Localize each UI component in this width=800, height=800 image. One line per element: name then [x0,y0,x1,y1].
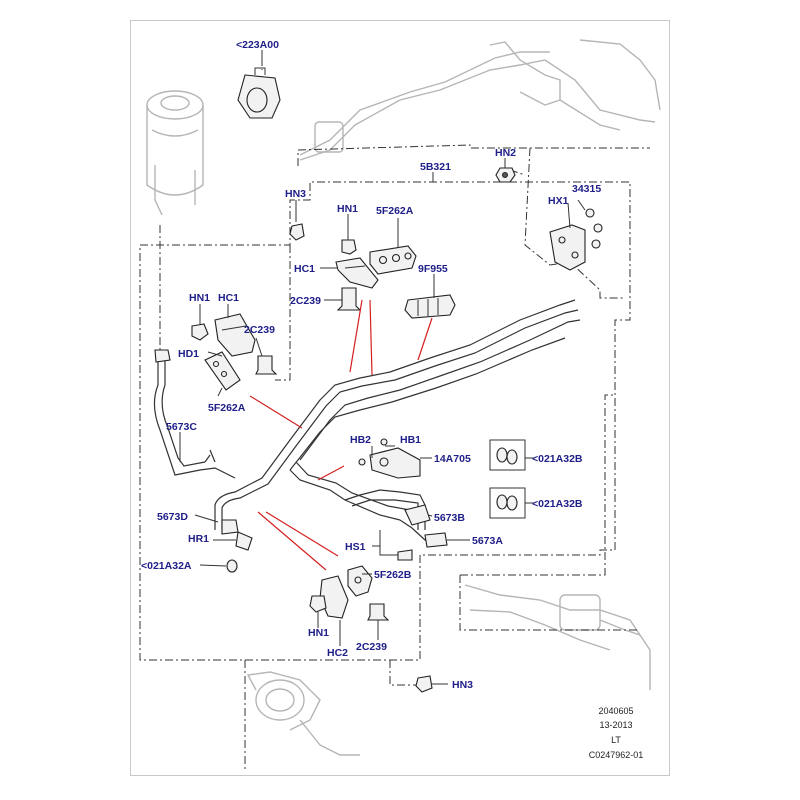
orings-021A32B-bottom [496,494,518,511]
label-HN1-bottom: HN1 [308,627,329,639]
label-5F262A-top: 5F262A [376,205,414,217]
clip-HR1 [235,531,253,551]
label-HC1-left: HC1 [218,292,239,304]
footer-line-1: 2040605 [598,706,633,716]
clamp-5F262A-top [369,245,417,275]
group-boundaries [139,58,650,770]
label-021A32B-top: <021A32B [532,453,583,465]
label-5673A: 5673A [472,535,503,547]
footer-codes: 2040605 13-2013 LT C0247962-01 [589,706,644,760]
label-9F955: 9F955 [418,263,448,275]
label-5F262A-left: 5F262A [208,402,246,414]
bracket-HX1 [549,208,603,271]
label-HC2: HC2 [327,647,348,659]
label-HN2: HN2 [495,147,516,159]
label-HS1: HS1 [345,541,366,553]
label-HN1-left: HN1 [189,292,210,304]
fitting-5673D [221,519,239,535]
fitting-5673B [404,504,431,526]
label-2C239-top: 2C239 [290,295,321,307]
label-HR1: HR1 [188,533,209,545]
label-021A32A: <021A32A [141,560,192,572]
label-HB1: HB1 [400,434,421,446]
label-14A705: 14A705 [434,453,471,465]
label-5F262B: 5F262B [374,569,412,581]
red-leaders [249,299,433,571]
label-HN3-top: HN3 [285,188,306,200]
pump-ghost [246,671,360,756]
fitting-HD1 [154,349,171,363]
nut-HN3-bottom [415,675,433,693]
part-223A00 [237,67,281,119]
grommet-2C239-bottom [367,603,390,621]
fitting-5673A [424,532,448,548]
clip-HC1-left [214,313,256,357]
nut-HN1-bottom [309,595,327,613]
cooler-ghost [464,584,651,690]
reservoir-ghost [146,90,204,216]
label-5673D: 5673D [157,511,188,523]
diagram-frame [130,20,670,776]
footer-line-4: C0247962-01 [589,750,644,760]
footer-line-2: 13-2013 [599,720,632,730]
footer-line-3: LT [611,735,621,745]
nut-HN2 [495,167,516,183]
label-HX1: HX1 [548,195,569,207]
label-021A32B-bottom: <021A32B [532,498,583,510]
nut-HN1-left [191,323,209,341]
label-2C239-left: 2C239 [244,324,275,336]
label-5673B: 5673B [434,512,465,524]
grommet-2C239-top [336,287,362,311]
nut-HN1-top [341,239,357,255]
part-labels: <223A00 5B321 HN2 34315 HX1 HN3 HN1 5F26… [141,39,601,691]
grommet-2C239-left [255,355,278,375]
bracket-14A705 [358,438,421,479]
label-34315: 34315 [572,183,601,195]
screw-HS1 [397,549,413,561]
oring-021A32A [226,559,238,573]
leader-lines [179,50,586,685]
clip-HC1-top [335,257,379,289]
label-2C239-bottom: 2C239 [356,641,387,653]
nut-HN3-top [289,223,305,241]
orings-021A32B-top [496,447,518,465]
label-HN1-top: HN1 [337,203,358,215]
steering-gear-ghost [299,39,661,161]
label-223A00: <223A00 [236,39,279,51]
label-HC1-top: HC1 [294,263,315,275]
label-HN3-bottom: HN3 [452,679,473,691]
label-5B321: 5B321 [420,161,451,173]
clamp-5F262A-left [204,351,241,391]
label-HB2: HB2 [350,434,371,446]
label-5673C: 5673C [166,421,197,433]
clamp-9F955 [404,294,456,319]
label-HD1: HD1 [178,348,199,360]
clamp-5F262B [347,565,373,597]
